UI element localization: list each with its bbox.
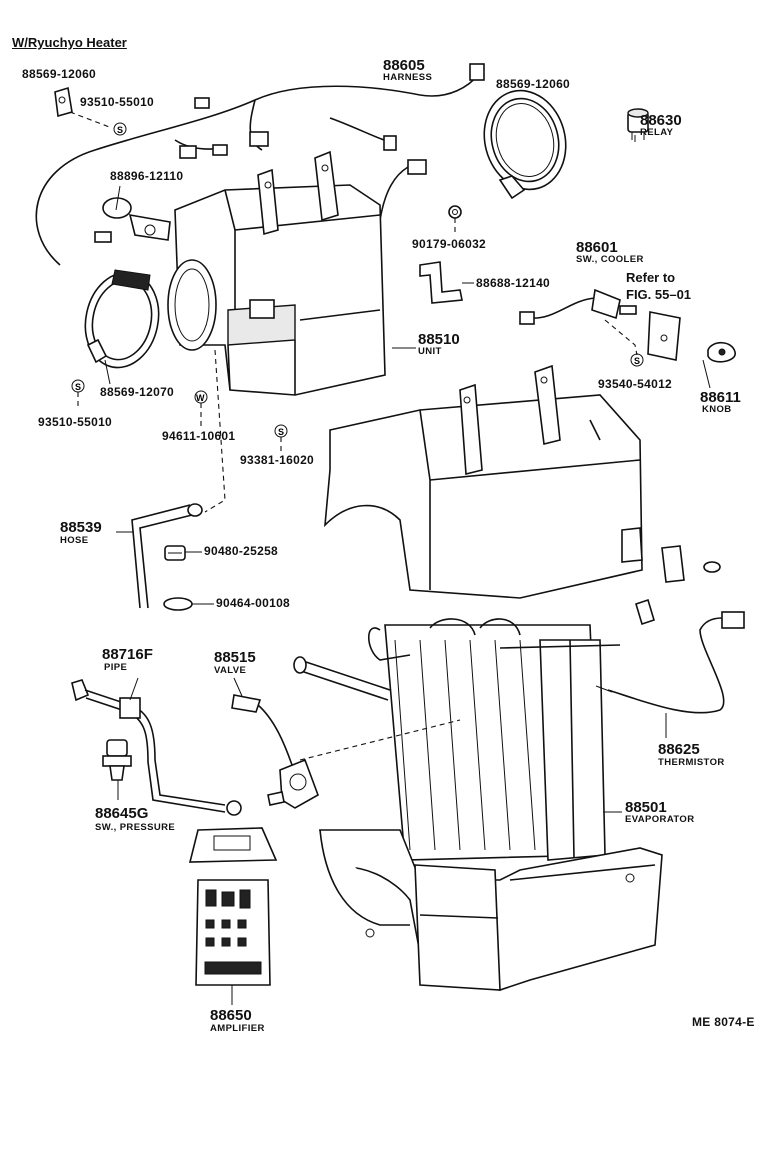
harness-drawing xyxy=(35,63,485,266)
part-number-label: 90480-25258 xyxy=(204,544,279,558)
part-name-label: SW., COOLER xyxy=(576,254,644,265)
motor-drawing xyxy=(102,197,171,241)
knob-drawing xyxy=(707,341,736,363)
reference-line-2: FIG. 55–01 xyxy=(626,287,692,302)
leader-dashed xyxy=(204,349,226,513)
case-upper-drawing xyxy=(324,364,643,599)
valve-drawing xyxy=(231,694,319,809)
part-number-label: 94611-10601 xyxy=(162,429,236,443)
part-name-label: UNIT xyxy=(418,346,442,357)
part-number-label: 88501 xyxy=(625,799,667,816)
part-name-label: HOSE xyxy=(60,535,89,546)
nut-drawing xyxy=(448,205,462,219)
part-name-label: EVAPORATOR xyxy=(625,814,695,825)
part-number-label: 93381-16020 xyxy=(240,453,315,467)
part-number-label: 88611 xyxy=(700,389,741,406)
clip-s-icon: S xyxy=(71,379,85,393)
part-number-label: 93540-54012 xyxy=(598,377,673,391)
part-number-label: 93510-55010 xyxy=(80,95,155,109)
ring-seal-large-drawing xyxy=(84,269,160,369)
part-name-label: AMPLIFIER xyxy=(210,1023,265,1034)
washer-w-icon: W xyxy=(194,390,208,404)
part-number-label: 88601 xyxy=(576,239,618,256)
ring-seal-drawing xyxy=(483,89,567,200)
evaporator-drawing xyxy=(293,618,621,861)
reference-line-1: Refer to xyxy=(626,270,676,285)
part-number-label: 88510 xyxy=(418,331,460,348)
part-name-label: VALVE xyxy=(214,665,247,676)
case-lower-drawing xyxy=(318,829,663,991)
part-name-label: RELAY xyxy=(640,127,674,138)
amplifier-board-drawing xyxy=(195,879,271,986)
part-number-label: 90464-00108 xyxy=(216,596,291,610)
part-number-label: 88569-12060 xyxy=(22,67,97,81)
part-number-label: 88625 xyxy=(658,741,700,758)
hose-drawing xyxy=(131,503,203,609)
bracket-drawing xyxy=(419,261,463,304)
part-number-label: 88539 xyxy=(60,519,102,536)
part-number-label: 88896-12110 xyxy=(110,169,184,183)
part-number-label: 88569-12060 xyxy=(496,77,571,91)
svg-text:S: S xyxy=(75,382,81,392)
part-name-label: HARNESS xyxy=(383,72,433,83)
svg-text:S: S xyxy=(117,125,123,135)
clip-s-icon: S xyxy=(113,122,127,136)
part-number-label: 88605 xyxy=(383,57,425,74)
bracket-small-drawing xyxy=(661,545,685,583)
part-number-label: 88515 xyxy=(214,649,256,666)
cover-plate-drawing xyxy=(647,311,681,361)
part-number-label: 93510-55010 xyxy=(38,415,113,429)
thermistor-drawing xyxy=(595,611,745,714)
cooler-switch-drawing xyxy=(519,288,637,325)
pressure-switch-drawing xyxy=(102,739,132,781)
clip-s-icon: S xyxy=(274,424,288,438)
part-number-label: 88716F xyxy=(102,646,153,663)
svg-text:S: S xyxy=(634,356,640,366)
clamp-drawing xyxy=(163,597,193,611)
part-number-label: 90179-06032 xyxy=(412,237,487,251)
screw-icon xyxy=(703,561,721,573)
svg-text:W: W xyxy=(196,393,205,403)
part-name-label: PIPE xyxy=(104,662,128,673)
part-name-label: SW., PRESSURE xyxy=(95,822,176,833)
part-number-label: 88569-12070 xyxy=(100,385,175,399)
part-name-label: KNOB xyxy=(702,404,732,415)
part-number-label: 88650 xyxy=(210,1007,252,1024)
part-number-label: 88645G xyxy=(95,805,149,822)
relay-drawing xyxy=(627,108,649,140)
clip-drawing xyxy=(635,598,655,626)
part-number-label: 88688-12140 xyxy=(476,276,551,290)
bracket-small-drawing xyxy=(54,86,73,118)
leader-lines xyxy=(104,135,711,1005)
cover-plate-drawing xyxy=(188,827,278,863)
clip-s-icon: S xyxy=(630,353,644,367)
svg-text:S: S xyxy=(278,427,284,437)
figure-code: ME 8074-E xyxy=(692,1015,755,1029)
part-number-label: 88630 xyxy=(640,112,682,129)
leader-dashed xyxy=(69,111,113,129)
leader-dashed xyxy=(604,319,638,356)
grommet-drawing xyxy=(164,545,186,561)
part-name-label: THERMISTOR xyxy=(658,757,725,768)
unit-housing-drawing xyxy=(167,150,386,396)
pipe-drawing xyxy=(71,679,242,816)
diagram-title: W/Ryuchyo Heater xyxy=(12,35,127,50)
